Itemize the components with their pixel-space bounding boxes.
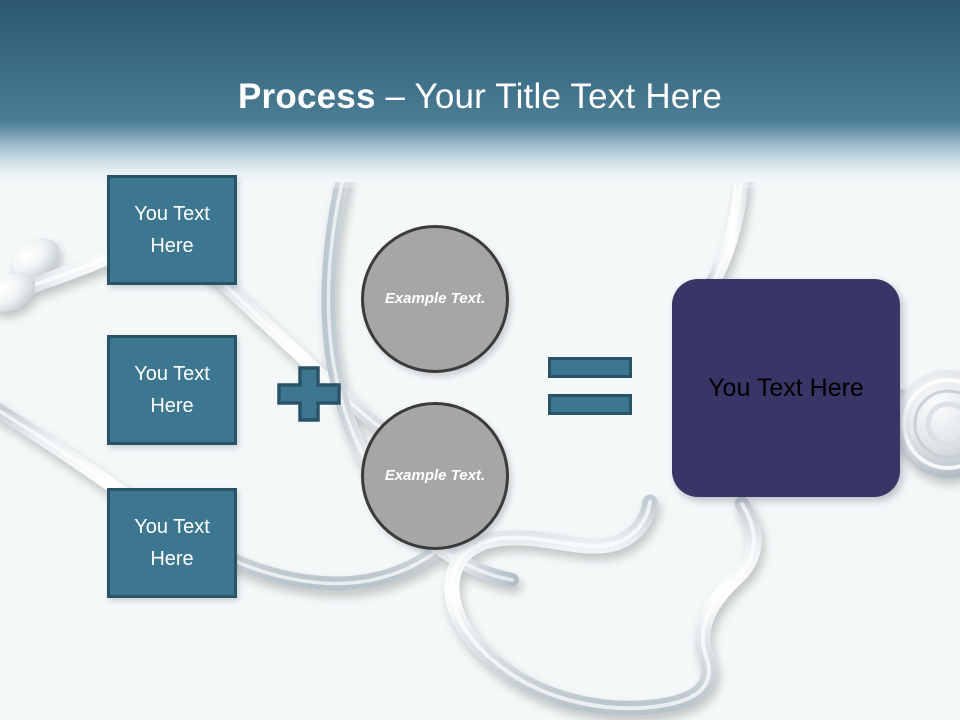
result-box-label: You Text Here: [708, 373, 864, 402]
equals-bar-top: [548, 357, 632, 378]
input-box-3[interactable]: You Text Here: [107, 488, 237, 598]
plus-icon: [277, 366, 341, 422]
example-circle-1-label: Example Text.: [384, 290, 486, 307]
page-title-rest: – Your Title Text Here: [375, 77, 722, 117]
page-title: Process – Your Title Text Here: [0, 75, 960, 119]
input-box-3-label: You Text Here: [134, 516, 210, 570]
input-box-2-label: You Text Here: [134, 363, 210, 417]
stethoscope-center-tube: [321, 121, 519, 587]
example-circle-2[interactable]: Example Text.: [361, 402, 509, 550]
input-box-2[interactable]: You Text Here: [107, 335, 237, 445]
example-circle-1[interactable]: Example Text.: [361, 225, 509, 373]
input-box-1-label: You Text Here: [134, 203, 210, 257]
example-circle-2-label: Example Text.: [384, 467, 486, 484]
stethoscope-bottom-loop: [444, 494, 762, 716]
result-box[interactable]: You Text Here: [672, 279, 900, 497]
equals-bar-bottom: [548, 394, 632, 415]
input-box-1[interactable]: You Text Here: [107, 175, 237, 285]
equals-icon: [548, 357, 632, 415]
page-title-strong: Process: [238, 77, 376, 117]
